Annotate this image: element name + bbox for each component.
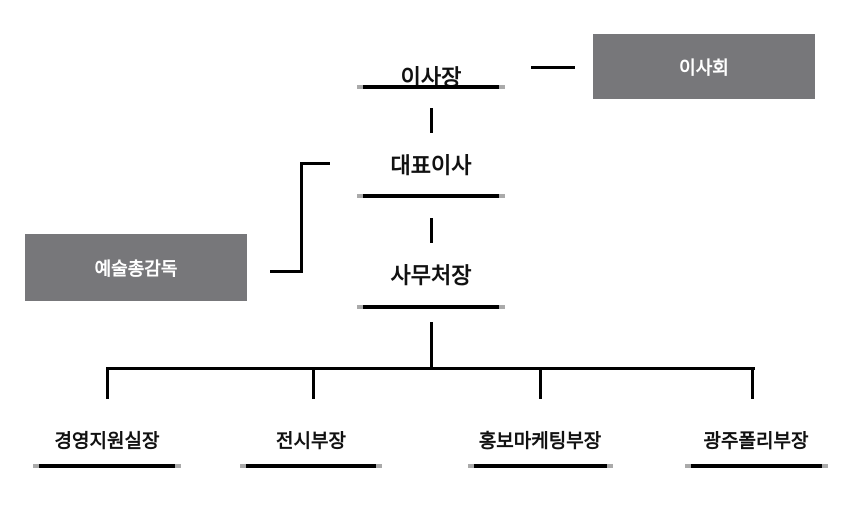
department-bus	[106, 367, 755, 370]
chairman-underline	[357, 85, 505, 89]
ceo-underline	[357, 194, 505, 198]
connector	[312, 367, 315, 399]
connector	[539, 367, 542, 399]
connector	[751, 367, 754, 399]
department-label: 홍보마케팅부장	[478, 430, 602, 452]
ceo-label: 대표이사	[390, 154, 472, 179]
secretary-general-underline	[357, 305, 505, 309]
connector	[106, 367, 109, 399]
department-underline	[468, 464, 613, 468]
connector	[430, 108, 433, 133]
department-label: 경영지원실장	[54, 430, 160, 452]
department-underline	[685, 464, 828, 468]
department-underline	[33, 464, 181, 468]
director-connector	[270, 270, 303, 273]
board-connector	[531, 66, 575, 69]
department-label: 광주폴리부장	[703, 430, 809, 452]
secretary-general-label: 사무처장	[390, 264, 472, 289]
board-box: 이사회	[593, 34, 815, 99]
artistic-director-box: 예술총감독	[25, 234, 247, 301]
director-connector	[300, 162, 303, 273]
connector	[430, 218, 433, 243]
department-label: 전시부장	[276, 430, 346, 452]
department-underline	[240, 464, 382, 468]
connector	[430, 322, 433, 369]
director-connector	[302, 162, 330, 165]
